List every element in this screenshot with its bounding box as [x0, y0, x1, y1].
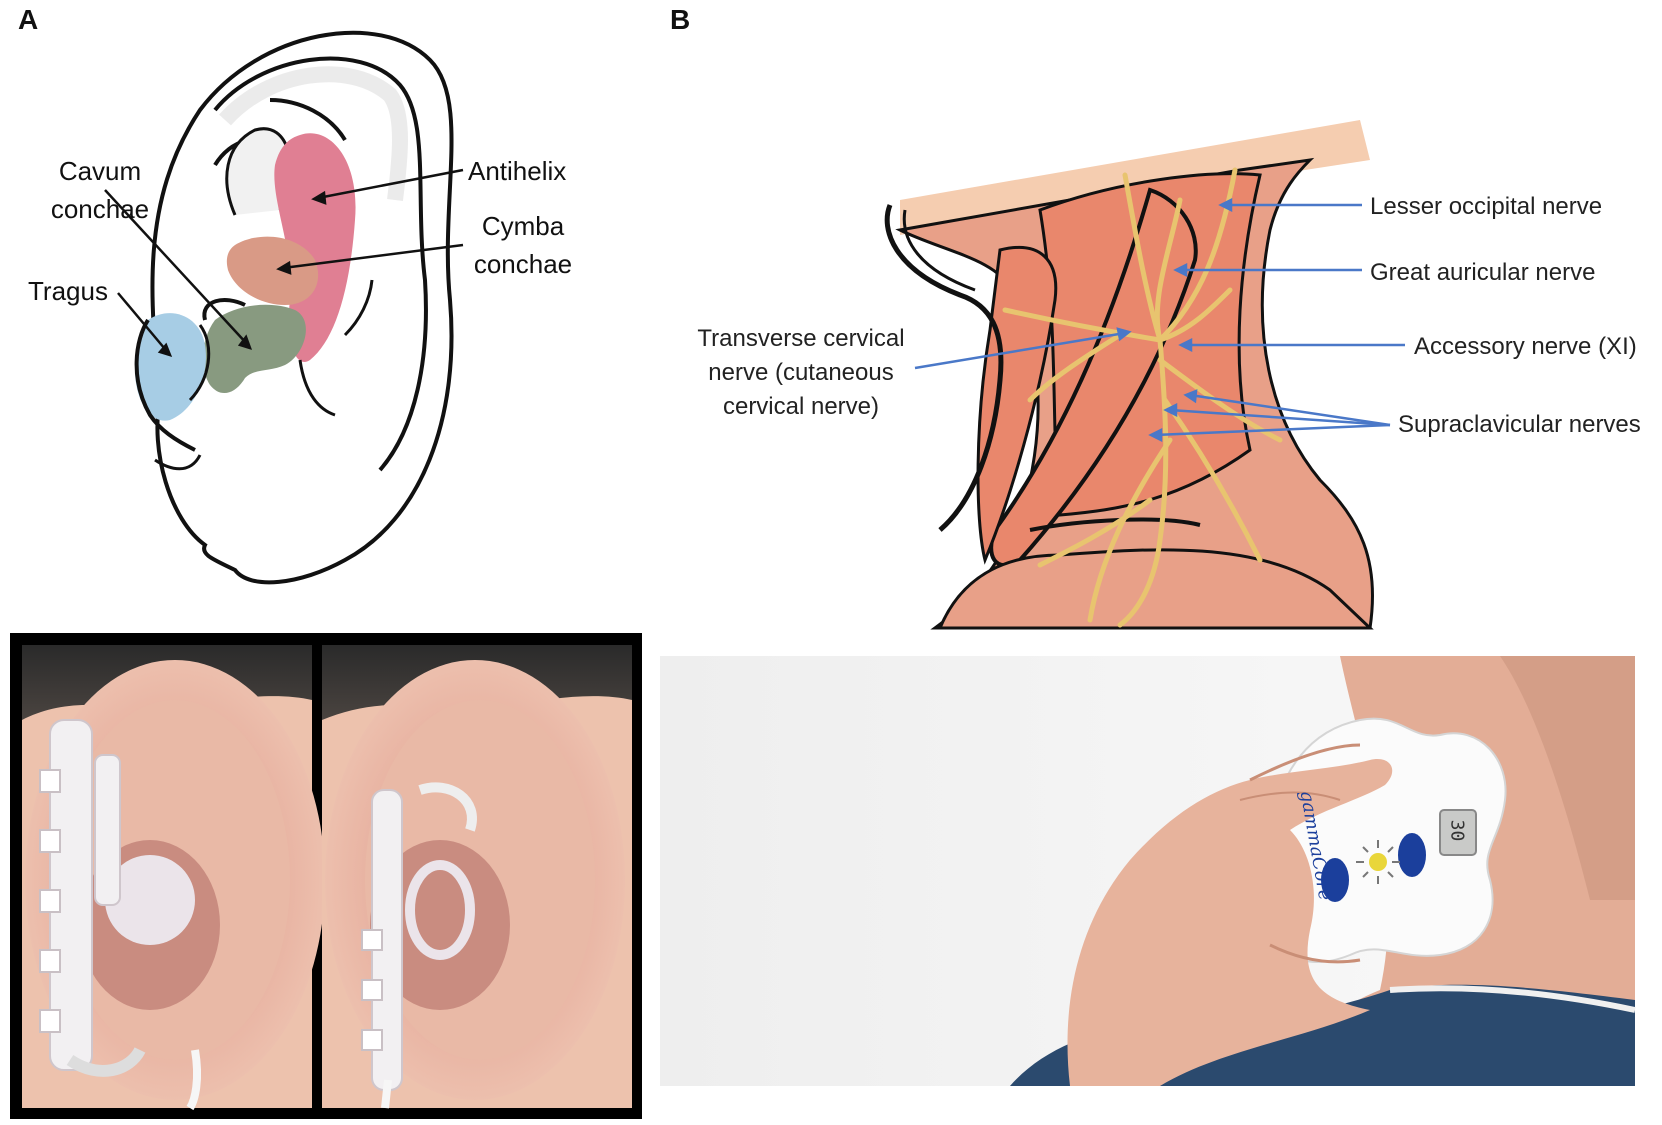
nerve-branches	[1002, 167, 1283, 628]
gammacore-photo	[660, 656, 1636, 1086]
device-display	[1439, 809, 1477, 856]
label-lesser-occipital-nerve: Lesser occipital nerve	[1370, 193, 1603, 220]
panel-b-letter: B	[670, 4, 691, 35]
panel-a-letter: A	[18, 4, 39, 35]
label-tragus: Tragus	[28, 276, 108, 306]
skull-base	[900, 120, 1370, 235]
helix-rim	[213, 56, 428, 472]
label-cavum-conchae: Cavum conchae	[50, 156, 150, 224]
label-transverse-cervical-nerve: Transverse cervical nerve (cutaneous cer…	[697, 325, 905, 420]
cymba-conchae-region	[226, 236, 319, 305]
label-antihelix: Antihelix	[468, 156, 567, 186]
antihelix-region	[274, 133, 356, 362]
label-accessory-nerve: Accessory nerve (XI)	[1414, 333, 1637, 360]
device-indicator-icon	[1369, 853, 1387, 871]
device-button-left	[1321, 858, 1349, 902]
label-supraclavicular-nerves: Supraclavicular nerves	[1398, 411, 1641, 438]
ear-photo-right	[322, 645, 632, 1109]
label-cymba-conchae: Cymba conchae	[473, 211, 573, 279]
hand	[1067, 759, 1393, 1086]
ear-photo-left	[22, 645, 325, 1111]
device-display-value: 30	[1446, 819, 1468, 842]
cavum-conchae-region	[203, 304, 306, 394]
device-button-right	[1398, 833, 1426, 877]
tragus-region	[135, 313, 206, 421]
label-great-auricular-nerve: Great auricular nerve	[1370, 259, 1596, 286]
